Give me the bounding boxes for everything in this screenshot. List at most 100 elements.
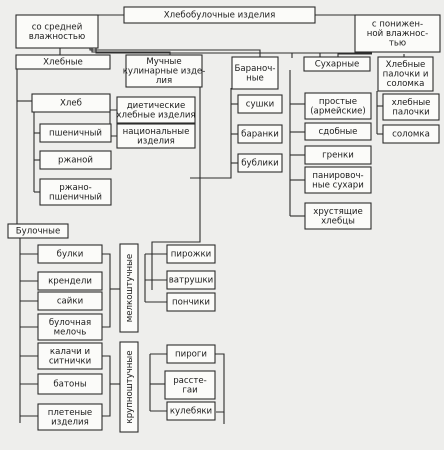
node-frame — [304, 145, 372, 165]
node-frame — [166, 401, 216, 421]
node-kulebyaki: кулебяки — [166, 401, 216, 421]
node-frame — [116, 123, 196, 149]
node-buns-group: Булочные — [7, 223, 69, 239]
node-pretzels: крендели — [37, 271, 103, 291]
connector-buns-right — [102, 253, 111, 328]
node-frame — [39, 178, 112, 206]
node-label-line: изделия — [51, 417, 89, 427]
node-label-line: пшеничный — [49, 192, 102, 202]
node-label-line: Сухарные — [315, 60, 360, 70]
node-label-line: гаи — [182, 385, 197, 395]
node-label-line: сушки — [246, 100, 274, 110]
node-label-line: ржаной — [58, 156, 93, 166]
node-frame — [354, 14, 441, 53]
node-label-line: лия — [156, 76, 172, 86]
node-rusk-products: Сухарные — [303, 56, 371, 72]
node-bagel-products: Бараноч-ные — [231, 56, 279, 90]
connector-low-bagel — [291, 52, 372, 58]
small-pieces-label: мелкоштучные — [119, 243, 139, 333]
node-label-line: ные сухари — [312, 180, 364, 190]
node-label-line: ной влажнос- — [367, 29, 428, 39]
node-label-line: Хлебные — [43, 58, 83, 68]
node-frame — [231, 56, 279, 90]
node-label-line: пироги — [175, 350, 207, 360]
node-frame — [237, 124, 283, 144]
node-label-line: влажностью — [29, 32, 85, 42]
node-label-line: палочки и — [383, 70, 429, 80]
node-bubliki: бублики — [237, 153, 283, 173]
node-label-line: сдобные — [319, 127, 358, 137]
node-loaves: батоны — [37, 373, 103, 395]
node-label-line: Бараноч- — [235, 64, 276, 74]
node-label-line: мелочь — [54, 327, 87, 337]
node-frame — [37, 291, 103, 311]
node-frame — [237, 153, 283, 173]
node-frame — [166, 344, 216, 364]
node-label-line: хлебцы — [321, 216, 355, 226]
node-label-line: расстe- — [173, 376, 207, 386]
node-label-line: гренки — [322, 151, 354, 161]
node-frame — [304, 166, 372, 194]
node-sweet-rusks: сдобные — [304, 122, 372, 141]
node-frame — [166, 270, 216, 290]
node-label-line: батоны — [53, 380, 86, 390]
node-pirogi: пироги — [166, 344, 216, 364]
node-frame — [123, 6, 316, 24]
node-frame — [304, 122, 372, 141]
node-label-line: хлебные — [392, 98, 431, 108]
node-frame — [37, 373, 103, 395]
node-label-line: со средней — [32, 22, 83, 32]
node-label-line: ные — [246, 73, 264, 83]
node-label-line: Хлебобулочные изделия — [164, 11, 276, 21]
connector-root-low — [315, 14, 357, 22]
node-frame — [15, 54, 111, 70]
node-label-line: крендели — [48, 277, 92, 287]
node-label-line: хрустящие — [313, 207, 363, 217]
node-label-line: Булочные — [16, 227, 61, 237]
node-label-line: пончики — [172, 298, 210, 308]
node-frame — [303, 56, 371, 72]
node-vatrushki: ватрушки — [166, 270, 216, 290]
node-frame — [37, 244, 103, 264]
node-frame — [304, 202, 372, 230]
node-label-line: плетеные — [48, 408, 92, 418]
node-label-line: соломка — [387, 79, 425, 89]
node-label-line: палочки — [392, 107, 430, 117]
node-buns: булки — [37, 244, 103, 264]
node-label-line: Хлебные — [386, 60, 426, 70]
node-frame — [382, 93, 440, 121]
node-frame — [304, 92, 372, 120]
node-label-line: простые — [319, 97, 357, 107]
node-croutons: гренки — [304, 145, 372, 165]
node-low-moisture: с понижен-ной влажнос-тью — [354, 14, 441, 53]
connector-medium-bagel — [89, 48, 261, 58]
node-ponchiki: пончики — [166, 292, 216, 312]
node-frame — [39, 123, 112, 143]
node-label-line: баранки — [241, 130, 279, 140]
node-wheat: пшеничный — [39, 123, 112, 143]
connector-large-to-spine — [215, 353, 225, 413]
node-rasstegai: расстe-гаи — [164, 370, 216, 400]
node-label-line: пшеничный — [49, 129, 102, 139]
node-label-line: панировоч- — [312, 171, 363, 181]
node-frame — [37, 271, 103, 291]
node-breading-crumbs: панировоч-ные сухари — [304, 166, 372, 194]
node-label-line: тью — [389, 39, 406, 49]
small-pieces-text: мелкоштучные — [125, 254, 135, 322]
node-label-line: соломка — [392, 130, 430, 140]
node-frame — [377, 56, 434, 92]
node-label-line: ватрушки — [169, 276, 214, 286]
node-frame — [37, 403, 103, 431]
node-label-line: кулинарные изде- — [123, 67, 206, 77]
node-label-line: хлебные изделия — [116, 110, 195, 120]
node-label-line: изделия — [137, 136, 175, 146]
node-frame — [382, 124, 440, 144]
